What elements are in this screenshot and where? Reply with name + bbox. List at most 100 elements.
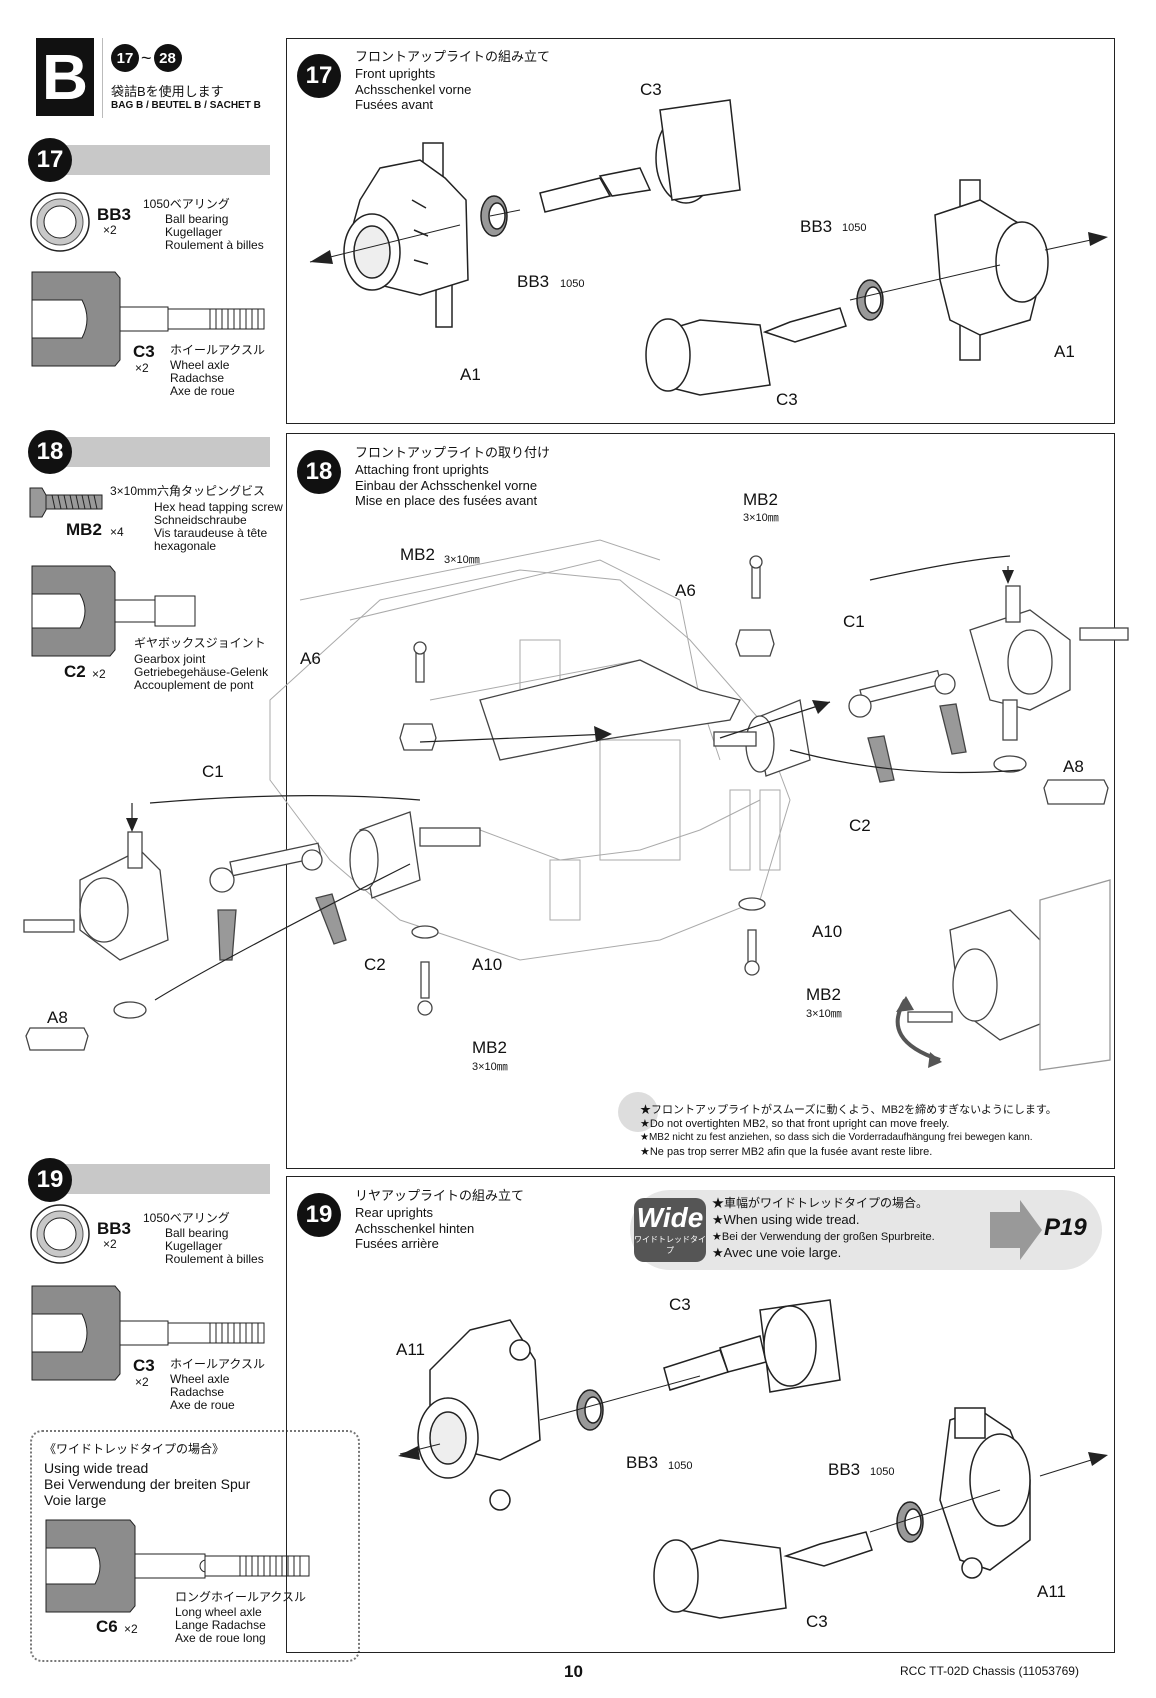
footer-title: RCC TT-02D Chassis (11053769)	[900, 1664, 1079, 1678]
s18-mb2-top-left-label: MB2	[400, 545, 435, 564]
step-18-number: 18	[297, 450, 341, 494]
sb17-bearing-jp: 1050ベアリング	[143, 197, 230, 211]
sb17-bearing-qty: ×2	[103, 223, 117, 237]
wide-tag-label: Wide	[636, 1202, 704, 1233]
s18-mb2-bottom-left-size: 3×10㎜	[472, 1061, 508, 1073]
sb18-screw-code: MB2	[66, 520, 102, 539]
wide-tag: Wide ワイドトレッドタイプ	[634, 1198, 706, 1262]
s19-bb3-left-size: 1050	[668, 1460, 693, 1472]
wide-tag-sub: ワイドトレッドタイプ	[634, 1235, 706, 1255]
s18-a6-right-label: A6	[675, 581, 696, 600]
s18-note-fr: ★Ne pas trop serrer MB2 afin que la fusé…	[640, 1146, 933, 1158]
wide-axle-jp: ロングホイールアクスル	[175, 1590, 307, 1604]
sb17-axle-jp: ホイールアクスル	[170, 343, 266, 357]
s17-c3-top-label: C3	[640, 80, 662, 99]
sidebar-step-18-bar	[50, 437, 270, 467]
s18-a8-left-label: A8	[47, 1008, 68, 1027]
s17-bb3-left-label: BB3	[517, 272, 550, 291]
s19-bb3-right-label: BB3	[828, 1460, 861, 1479]
s18-a8-right-label: A8	[1063, 757, 1084, 776]
sb19-axle-fr: Axe de roue	[170, 1398, 235, 1412]
s17-a1-right-label: A1	[1054, 342, 1075, 361]
sb19-axle-code: C3	[133, 1356, 155, 1375]
sb17-bearing-code: BB3	[97, 205, 132, 224]
s17-c3-bottom-label: C3	[776, 390, 798, 409]
wide-callout-fr: ★Avec une voie large.	[712, 1245, 842, 1260]
s18-mb2-bottom-left-label: MB2	[472, 1038, 507, 1057]
sb17-axle-de: Radachse	[170, 371, 225, 385]
s18-note-jp: ★フロントアップライトがスムーズに動くよう、MB2を締めすぎないようにします。	[640, 1104, 1057, 1116]
sidebar-step-19-bar	[50, 1164, 270, 1194]
s18-mb2-top-left-size: 3×10㎜	[444, 554, 480, 566]
sidebar-step-19-number: 19	[28, 1158, 72, 1202]
wide-axle-en: Long wheel axle	[175, 1605, 262, 1619]
section-header-box: 17 ~ 28 袋詰Bを使用します BAG B / BEUTEL B / SAC…	[102, 38, 271, 118]
sb17-axle-en: Wheel axle	[170, 358, 230, 372]
s19-c3-bottom-label: C3	[806, 1612, 828, 1631]
sb18-joint-code: C2	[64, 662, 86, 681]
s18-note-de: ★MB2 nicht zu fest anziehen, so dass sic…	[640, 1132, 1033, 1143]
step-18-title-fr: Mise en place des fusées avant	[355, 493, 538, 508]
sb19-bearing-de: Kugellager	[165, 1239, 223, 1253]
wide-callout-jp: ★車幅がワイドトレッドタイプの場合。	[712, 1196, 929, 1210]
s18-mb2-top-right-label: MB2	[743, 490, 778, 509]
sb19-axle-en: Wheel axle	[170, 1372, 230, 1386]
step-18-title-en: Attaching front uprights	[355, 462, 489, 477]
sb19-axle-jp: ホイールアクスル	[170, 1357, 266, 1371]
section-letter: B	[36, 38, 94, 116]
bag-note-jp: 袋詰Bを使用します	[111, 84, 224, 99]
sb18-joint-en: Gearbox joint	[134, 652, 206, 666]
sb17-bearing-fr: Roulement à billes	[165, 238, 264, 252]
bag-note-multi: BAG B / BEUTEL B / SACHET B	[111, 100, 261, 111]
s18-c2-left-label: C2	[364, 955, 386, 974]
step-range-sep: ~	[141, 47, 152, 68]
sb18-screw-fr2: hexagonale	[154, 539, 217, 553]
s18-mb2-bottom-right-size: 3×10㎜	[806, 1008, 842, 1020]
s19-bb3-left-label: BB3	[626, 1453, 659, 1472]
step-range-start: 17	[111, 44, 139, 72]
s18-note-en: ★Do not overtighten MB2, so that front u…	[640, 1118, 950, 1130]
sb17-bearing-de: Kugellager	[165, 225, 223, 239]
s18-c2-right-label: C2	[849, 816, 871, 835]
sb17-bearing-en: Ball bearing	[165, 212, 229, 226]
sb18-joint-jp: ギヤボックスジョイント	[134, 636, 266, 650]
step-19-panel	[286, 1176, 1115, 1653]
step-19-title-jp: リヤアップライトの組み立て	[355, 1188, 525, 1203]
sb18-screw-de: Schneidschraube	[154, 513, 247, 527]
step-17-number: 17	[297, 54, 341, 98]
sb19-bearing-en: Ball bearing	[165, 1226, 229, 1240]
s17-bb3-left-size: 1050	[560, 278, 585, 290]
sb18-screw-qty: ×4	[110, 525, 124, 539]
sb19-bearing-qty: ×2	[103, 1237, 117, 1251]
s19-bb3-right-size: 1050	[870, 1466, 895, 1478]
sb17-axle-qty: ×2	[135, 361, 149, 375]
step-17-title-en: Front uprights	[355, 66, 436, 81]
step-17-panel	[286, 38, 1115, 424]
sb18-joint-fr: Accouplement de pont	[134, 678, 254, 692]
sb17-axle-fr: Axe de roue	[170, 384, 235, 398]
sb18-joint-de: Getriebegehäuse-Gelenk	[134, 665, 269, 679]
step-17-title-jp: フロントアップライトの組み立て	[355, 49, 551, 64]
s17-a1-left-label: A1	[460, 365, 481, 384]
s17-bb3-right-label: BB3	[800, 217, 833, 236]
step-range-end: 28	[153, 44, 182, 72]
step-19-title-en: Rear uprights	[355, 1205, 434, 1220]
wide-callout-en: ★When using wide tread.	[712, 1212, 860, 1227]
step-19-title-fr: Fusées arrière	[355, 1236, 439, 1251]
step-18-title-de: Einbau der Achsschenkel vorne	[355, 478, 538, 493]
wide-box-fr: Voie large	[44, 1492, 107, 1508]
s18-c1-left-label: C1	[202, 762, 224, 781]
wide-axle-de: Lange Radachse	[175, 1618, 266, 1632]
wide-tread-box	[30, 1430, 360, 1662]
sb19-bearing-fr: Roulement à billes	[165, 1252, 264, 1266]
s19-a11-right-label: A11	[1037, 1582, 1066, 1601]
wide-box-jp: 《ワイドトレッドタイプの場合》	[44, 1442, 225, 1456]
s18-a10-left-label: A10	[472, 955, 503, 974]
page-ref-link[interactable]: P19	[1044, 1214, 1087, 1241]
